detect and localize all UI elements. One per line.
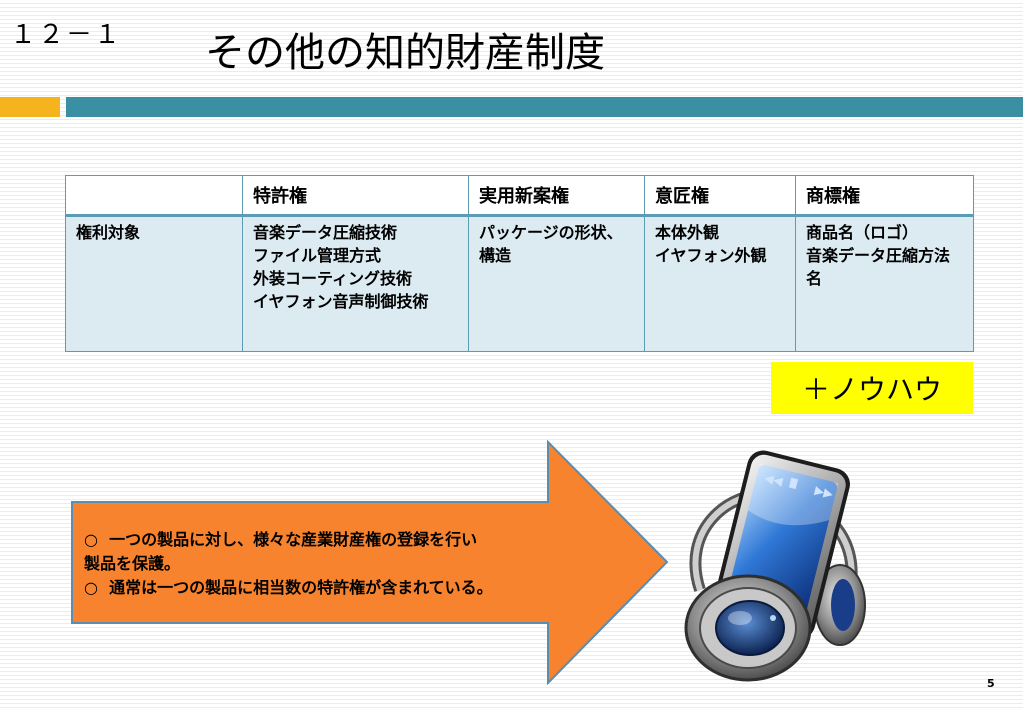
header-cell-utility-model: 実用新案権: [468, 175, 645, 216]
patent-cell: 音楽データ圧縮技術 ファイル管理方式 外装コーティング技術 イヤフォン音声制御技…: [242, 215, 469, 352]
header-cell-empty: [65, 175, 243, 216]
knowhow-label: ＋ノウハウ: [771, 362, 973, 414]
patent-item: 音楽データ圧縮技術: [253, 223, 398, 242]
arrow-bullet-line-2: ○ 通常は一つの製品に相当数の特許権が含まれている。: [84, 576, 584, 600]
table-header-row: 特許権 実用新案権 意匠権 商標権: [65, 175, 974, 216]
design-cell: 本体外観 イヤフォン外観: [644, 215, 796, 352]
trademark-item: 商品名（ロゴ）: [806, 223, 919, 242]
arrow-text: ○ 一つの製品に対し、様々な産業財産権の登録を行い 製品を保護。 ○ 通常は一つ…: [84, 528, 584, 600]
svg-text:◀◀: ◀◀: [763, 470, 785, 488]
patent-item: イヤフォン音声制御技術: [253, 292, 429, 311]
arrow-text-line-1b: 製品を保護。: [84, 554, 181, 573]
arrow-text-line-2: 通常は一つの製品に相当数の特許権が含まれている。: [109, 578, 493, 597]
page-number: 5: [987, 677, 995, 690]
row-label-cell: 権利対象: [65, 215, 243, 352]
table-row: 権利対象 音楽データ圧縮技術 ファイル管理方式 外装コーティング技術 イヤフォン…: [65, 215, 974, 352]
block-arrow-shape: [71, 440, 669, 685]
trademark-item: 音楽データ圧縮方法名: [806, 246, 951, 288]
header-cell-trademark: 商標権: [795, 175, 974, 216]
header-cell-patent: 特許権: [242, 175, 469, 216]
arrow-text-line-1: 一つの製品に対し、様々な産業財産権の登録を行い: [109, 530, 478, 549]
header-bar-orange: [0, 97, 60, 117]
patent-item: ファイル管理方式: [253, 246, 382, 265]
circle-bullet-icon: ○: [84, 530, 98, 549]
patent-item: 外装コーティング技術: [253, 269, 413, 288]
music-player-headphones-icon: ◀◀ ▶▶: [684, 450, 866, 682]
design-item: 本体外観: [655, 223, 720, 242]
arrow-bullet-line-1: ○ 一つの製品に対し、様々な産業財産権の登録を行い: [84, 528, 584, 552]
slide-title: その他の知的財産制度: [205, 30, 605, 76]
ip-rights-table: 特許権 実用新案権 意匠権 商標権 権利対象 音楽データ圧縮技術 ファイル管理方…: [65, 175, 974, 352]
svg-text:▶▶: ▶▶: [813, 483, 835, 501]
utility-item: パッケージの形状、構造: [479, 223, 623, 265]
slide-number: １２－１: [10, 20, 123, 50]
design-item: イヤフォン外観: [655, 246, 767, 265]
header-cell-design: 意匠権: [644, 175, 796, 216]
header-bar-teal: [66, 97, 1023, 117]
trademark-cell: 商品名（ロゴ） 音楽データ圧縮方法名: [795, 215, 974, 352]
circle-bullet-icon: ○: [84, 578, 98, 597]
utility-cell: パッケージの形状、構造: [468, 215, 645, 352]
